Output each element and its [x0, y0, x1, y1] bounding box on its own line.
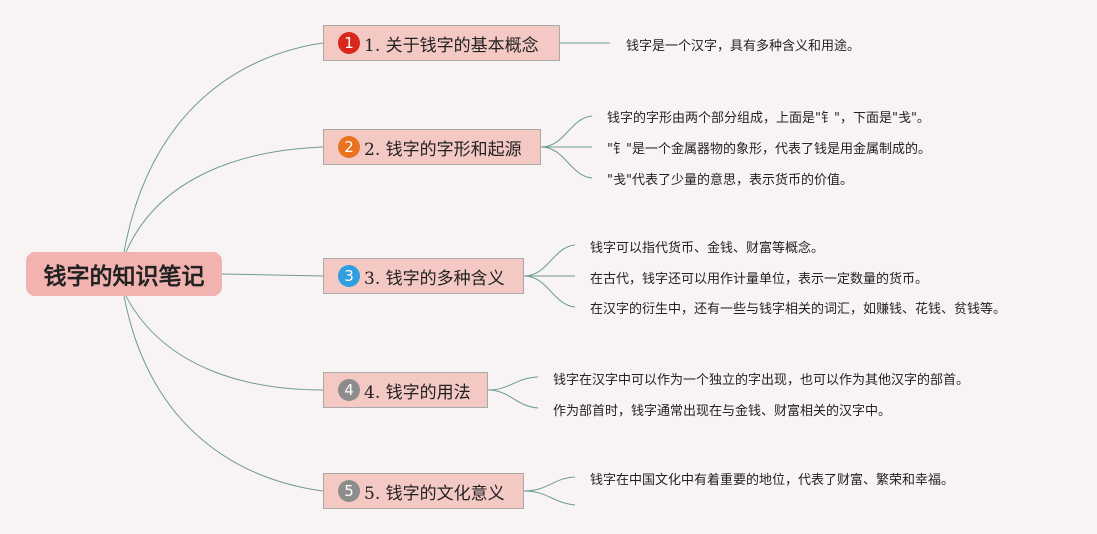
topic-4-label: 4. 钱字的用法 [364, 382, 471, 403]
topic-2-note-1[interactable]: 钱字的字形由两个部分组成，上面是"钅"，下面是"戋"。 [607, 111, 930, 126]
link-topic-5-note-1 [523, 476, 576, 492]
link-root-topic-1 [123, 42, 324, 253]
topic-3-note-2[interactable]: 在古代，钱字还可以用作计量单位，表示一定数量的货币。 [590, 272, 929, 287]
topic-4-note-1[interactable]: 钱字在汉字中可以作为一个独立的字出现，也可以作为其他汉字的部首。 [553, 373, 970, 388]
topic-3-note-1[interactable]: 钱字可以指代货币、金钱、财富等概念。 [590, 241, 825, 256]
link-topic-4-note-1 [487, 376, 539, 391]
number-1-icon: 1 [338, 32, 360, 54]
topic-2[interactable]: 2 2. 钱字的字形和起源 [323, 129, 541, 165]
topic-3-note-3[interactable]: 在汉字的衍生中，还有一些与钱字相关的词汇，如赚钱、花钱、贫钱等。 [590, 302, 1007, 317]
topic-5[interactable]: 5 5. 钱字的文化意义 [323, 473, 524, 509]
link-topic-2-note-3 [540, 146, 593, 179]
topic-1-note-1[interactable]: 钱字是一个汉字，具有多种含义和用途。 [626, 39, 861, 54]
topic-2-note-2[interactable]: "钅"是一个金属器物的象形，代表了钱是用金属制成的。 [607, 142, 931, 157]
number-4-icon: 4 [338, 379, 360, 401]
link-root-topic-2 [125, 146, 324, 253]
link-root-topic-4 [125, 295, 324, 391]
number-3-icon: 3 [338, 265, 360, 287]
topic-4-note-2[interactable]: 作为部首时，钱字通常出现在与金钱、财富相关的汉字中。 [553, 404, 892, 419]
link-topic-2-note-1 [540, 115, 593, 148]
topic-3-label: 3. 钱字的多种含义 [364, 268, 505, 289]
topic-1[interactable]: 1 1. 关于钱字的基本概念 [323, 25, 560, 61]
link-root-topic-3 [221, 273, 324, 277]
link-root-topic-5 [123, 295, 324, 492]
number-2-icon: 2 [338, 136, 360, 158]
root-title: 钱字的知识笔记 [43, 264, 205, 290]
link-topic-4-note-2 [487, 389, 539, 409]
topic-2-note-3[interactable]: "戋"代表了少量的意思，表示货币的价值。 [607, 173, 853, 188]
link-topic-3-note-3 [523, 275, 576, 308]
topic-4[interactable]: 4 4. 钱字的用法 [323, 372, 488, 408]
link-topic-5-note-2 [523, 490, 576, 506]
topic-3[interactable]: 3 3. 钱字的多种含义 [323, 258, 524, 294]
root-topic[interactable]: 钱字的知识笔记 [26, 252, 222, 296]
topic-2-label: 2. 钱字的字形和起源 [364, 139, 522, 160]
topic-5-label: 5. 钱字的文化意义 [364, 483, 505, 504]
topic-5-note-1[interactable]: 钱字在中国文化中有着重要的地位，代表了财富、繁荣和幸福。 [590, 473, 955, 488]
topic-1-label: 1. 关于钱字的基本概念 [364, 35, 539, 56]
number-5-icon: 5 [338, 480, 360, 502]
link-topic-3-note-1 [523, 244, 576, 277]
